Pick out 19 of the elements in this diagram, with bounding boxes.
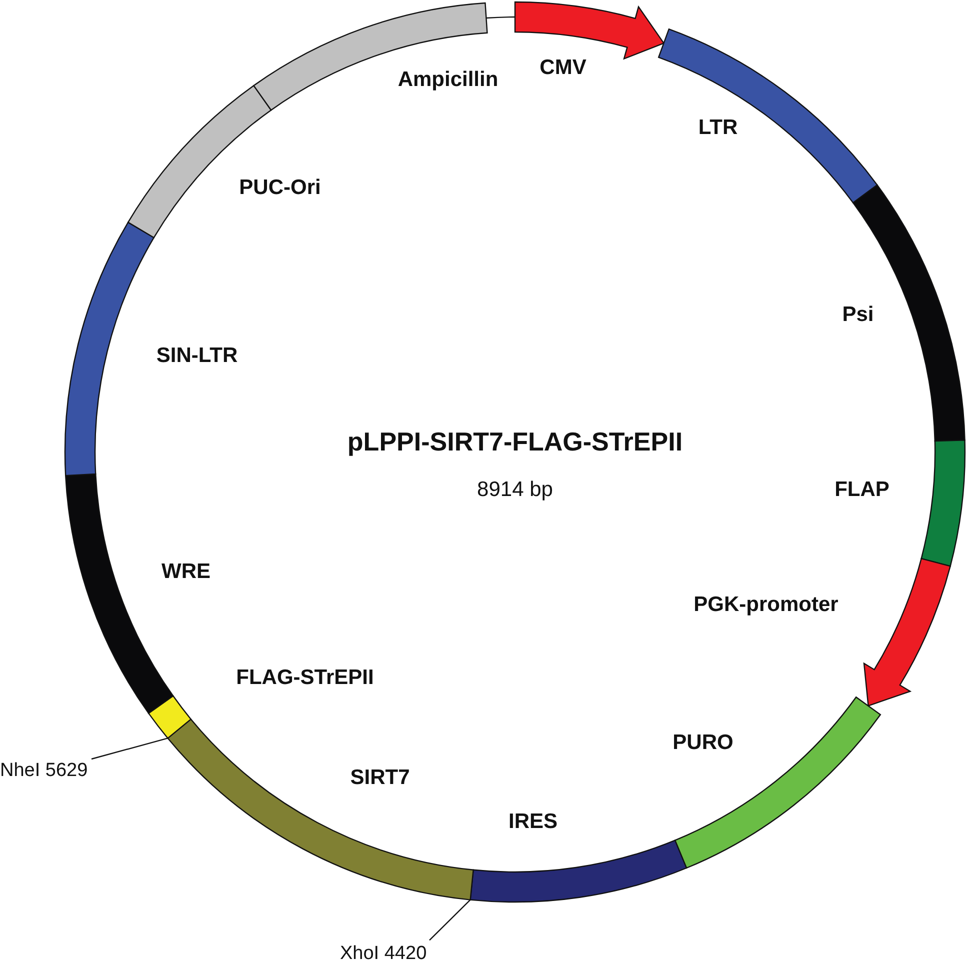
feature-label: PURO: [672, 731, 734, 755]
feature-label: SIRT7: [350, 766, 410, 790]
feature-label: IRES: [508, 810, 558, 834]
restriction-site-label: XhoI 4420: [340, 943, 427, 965]
plasmid-name: pLPPI-SIRT7-FLAG-STrEPII: [347, 426, 683, 458]
restriction-site-label: NheI 5629: [0, 760, 88, 782]
feature-label: SIN-LTR: [156, 344, 238, 368]
feature-label: LTR: [698, 116, 738, 140]
feature-label: CMV: [540, 56, 586, 80]
feature-label: PUC-Ori: [239, 176, 321, 200]
feature-label: PGK-promoter: [694, 593, 838, 617]
feature-label: FLAP: [834, 478, 890, 502]
feature-label: Psi: [842, 303, 874, 327]
feature-label: WRE: [162, 560, 210, 584]
feature-label: FLAG-STrEPII: [236, 666, 374, 690]
leader-line: [429, 899, 471, 941]
leader-line: [91, 738, 168, 760]
feature-label: Ampicillin: [398, 68, 498, 92]
plasmid-size: 8914 bp: [477, 478, 553, 502]
